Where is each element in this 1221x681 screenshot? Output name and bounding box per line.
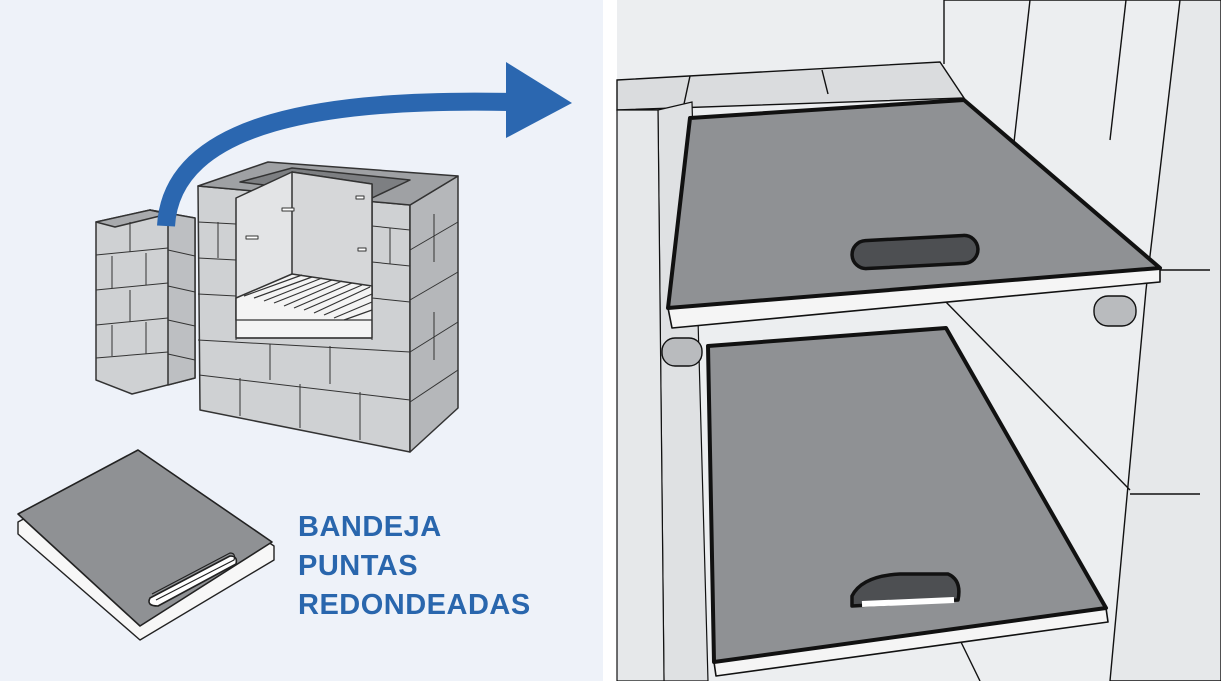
tray-caption: BANDEJA PUNTAS REDONDEADAS xyxy=(298,508,531,625)
caption-line-3: REDONDEADAS xyxy=(298,589,531,621)
support-pegs xyxy=(661,295,1137,367)
brick-barbecue-icon xyxy=(95,161,459,453)
upper-tray xyxy=(666,98,1162,329)
panel-divider xyxy=(603,0,617,681)
right-panel xyxy=(616,0,1221,681)
left-panel xyxy=(0,0,603,681)
caption-line-2: PUNTAS xyxy=(298,550,419,582)
lower-tray xyxy=(706,326,1109,677)
caption-line-1: BANDEJA xyxy=(298,511,442,543)
tray-icon xyxy=(17,449,275,641)
curved-arrow-icon xyxy=(157,62,572,227)
